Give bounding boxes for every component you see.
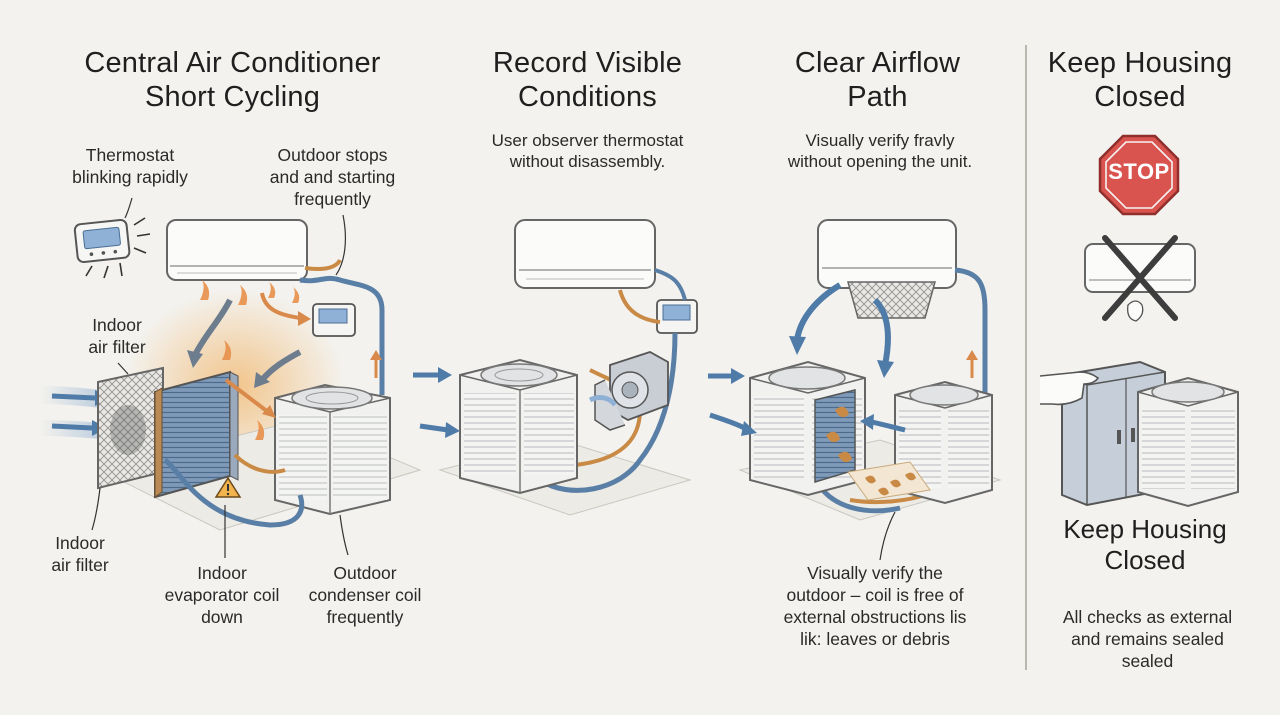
stop-sign-text: STOP <box>1108 159 1170 184</box>
panel-divider <box>1025 45 1027 670</box>
panel4-illustration <box>1039 134 1239 508</box>
panel2-illustration <box>413 219 698 516</box>
panel3-illustration <box>708 219 1002 561</box>
panel1-illustration <box>39 197 422 558</box>
